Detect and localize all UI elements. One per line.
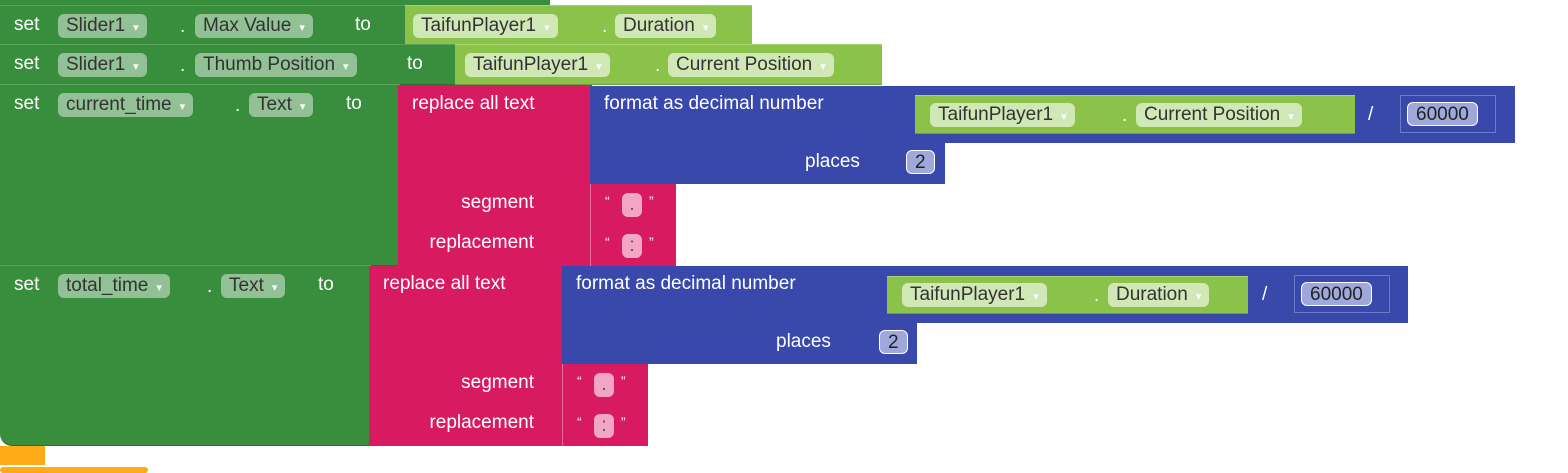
property-dropdown[interactable]: Current Position▾ bbox=[668, 53, 834, 77]
dot: . bbox=[655, 55, 661, 76]
quote-close: ” bbox=[621, 414, 626, 430]
to-keyword: to bbox=[355, 14, 371, 35]
places-label: places bbox=[776, 331, 831, 352]
replace-all-text-block[interactable]: replace all text segment replacement bbox=[369, 266, 564, 446]
chevron-down-icon: ▾ bbox=[1288, 111, 1294, 123]
segment-value[interactable]: . bbox=[622, 193, 642, 217]
dot: . bbox=[602, 16, 608, 37]
component-dropdown[interactable]: total_time▾ bbox=[58, 274, 170, 298]
segment-label: segment bbox=[461, 372, 534, 393]
dot: . bbox=[1122, 105, 1128, 126]
dot: . bbox=[207, 276, 213, 297]
replacement-string-block[interactable]: “ : ” bbox=[562, 405, 648, 446]
segment-label: segment bbox=[461, 192, 534, 213]
chevron-down-icon: ▾ bbox=[596, 61, 602, 73]
to-keyword: to bbox=[318, 274, 334, 295]
chevron-down-icon: ▾ bbox=[133, 22, 139, 34]
chevron-down-icon: ▾ bbox=[1195, 291, 1202, 303]
chevron-down-icon: ▾ bbox=[1061, 111, 1067, 123]
replacement-label: replacement bbox=[429, 232, 534, 253]
taifunplayer-current-position-getter[interactable]: TaifunPlayer1▾ . Current Position▾ bbox=[455, 44, 882, 85]
component-dropdown[interactable]: Slider1▾ bbox=[58, 14, 147, 38]
property-dropdown[interactable]: Thumb Position▾ bbox=[195, 53, 357, 77]
set-slider-max-value-block[interactable]: set Slider1▾ . Max Value▾ to bbox=[0, 5, 410, 45]
to-keyword: to bbox=[346, 93, 362, 114]
property-dropdown[interactable]: Text▾ bbox=[221, 274, 286, 298]
format-decimal-label: format as decimal number bbox=[604, 93, 824, 114]
format-decimal-places-row: places 2 bbox=[590, 142, 945, 184]
divide-operator: / bbox=[1368, 104, 1374, 125]
chevron-down-icon: ▾ bbox=[133, 61, 139, 73]
set-current-time-text-block[interactable]: set current_time▾ . Text▾ to bbox=[0, 84, 400, 266]
divide-operator: / bbox=[1262, 284, 1268, 305]
dot: . bbox=[235, 95, 241, 116]
set-keyword: set bbox=[14, 274, 40, 295]
control-block-edge bbox=[0, 467, 148, 473]
places-value[interactable]: 2 bbox=[879, 330, 908, 354]
divisor-value[interactable]: 60000 bbox=[1301, 282, 1372, 306]
property-dropdown[interactable]: Text▾ bbox=[249, 93, 314, 117]
replace-all-text-label: replace all text bbox=[412, 93, 535, 114]
taifunplayer-duration-getter[interactable]: TaifunPlayer1▾ . Duration▾ bbox=[887, 276, 1248, 314]
chevron-down-icon: ▾ bbox=[299, 22, 305, 34]
component-dropdown[interactable]: Slider1▾ bbox=[58, 53, 147, 77]
places-value[interactable]: 2 bbox=[906, 150, 935, 174]
control-block-edge bbox=[0, 446, 45, 465]
chevron-down-icon: ▾ bbox=[179, 101, 186, 113]
chevron-down-icon: ▾ bbox=[156, 282, 162, 294]
format-decimal-places-row: places 2 bbox=[562, 322, 917, 364]
set-total-time-text-block[interactable]: set total_time▾ . Text▾ to bbox=[0, 265, 371, 446]
property-dropdown[interactable]: Duration▾ bbox=[1108, 283, 1210, 307]
quote-close: ” bbox=[649, 193, 654, 209]
replace-all-text-block[interactable]: replace all text segment replacement bbox=[398, 85, 592, 266]
quote-open: “ bbox=[577, 373, 582, 389]
segment-string-block[interactable]: “ . ” bbox=[562, 364, 648, 405]
places-label: places bbox=[805, 151, 860, 172]
component-dropdown[interactable]: TaifunPlayer1▾ bbox=[413, 14, 558, 38]
set-keyword: set bbox=[14, 53, 40, 74]
quote-open: “ bbox=[605, 193, 610, 209]
quote-open: “ bbox=[605, 234, 610, 250]
taifunplayer-duration-getter[interactable]: TaifunPlayer1▾ . Duration▾ bbox=[405, 5, 752, 45]
component-dropdown[interactable]: TaifunPlayer1▾ bbox=[465, 53, 610, 77]
set-keyword: set bbox=[14, 93, 40, 114]
chevron-down-icon: ▾ bbox=[544, 22, 550, 34]
property-dropdown[interactable]: Duration▾ bbox=[615, 14, 717, 38]
chevron-down-icon: ▾ bbox=[343, 61, 349, 73]
chevron-down-icon: ▾ bbox=[299, 101, 306, 113]
taifunplayer-current-position-getter[interactable]: TaifunPlayer1▾ . Current Position▾ bbox=[915, 95, 1355, 134]
property-dropdown[interactable]: Current Position▾ bbox=[1136, 103, 1302, 127]
set-keyword: set bbox=[14, 14, 40, 35]
chevron-down-icon: ▾ bbox=[271, 282, 278, 294]
chevron-down-icon: ▾ bbox=[702, 22, 709, 34]
replacement-label: replacement bbox=[429, 412, 534, 433]
divisor-number-block[interactable]: 60000 bbox=[1294, 275, 1390, 313]
component-dropdown[interactable]: TaifunPlayer1▾ bbox=[902, 283, 1047, 307]
quote-open: “ bbox=[577, 414, 582, 430]
dot: . bbox=[180, 16, 186, 37]
dot: . bbox=[1094, 285, 1100, 306]
replacement-string-block[interactable]: “ : ” bbox=[590, 225, 676, 266]
dot: . bbox=[180, 55, 186, 76]
segment-string-block[interactable]: “ . ” bbox=[590, 184, 676, 225]
property-dropdown[interactable]: Max Value▾ bbox=[195, 14, 313, 38]
component-dropdown[interactable]: TaifunPlayer1▾ bbox=[930, 103, 1075, 127]
replace-all-text-label: replace all text bbox=[383, 273, 506, 294]
format-decimal-label: format as decimal number bbox=[576, 273, 796, 294]
divisor-value[interactable]: 60000 bbox=[1407, 102, 1478, 126]
quote-close: ” bbox=[621, 373, 626, 389]
chevron-down-icon: ▾ bbox=[1033, 291, 1039, 303]
divisor-number-block[interactable]: 60000 bbox=[1400, 95, 1496, 133]
quote-close: ” bbox=[649, 234, 654, 250]
component-dropdown[interactable]: current_time▾ bbox=[58, 93, 194, 117]
replacement-value[interactable]: : bbox=[594, 414, 614, 438]
to-keyword: to bbox=[407, 53, 423, 74]
replacement-value[interactable]: : bbox=[622, 234, 642, 258]
chevron-down-icon: ▾ bbox=[820, 61, 826, 73]
segment-value[interactable]: . bbox=[594, 373, 614, 397]
set-slider-thumb-position-block[interactable]: set Slider1▾ . Thumb Position▾ to bbox=[0, 44, 460, 85]
